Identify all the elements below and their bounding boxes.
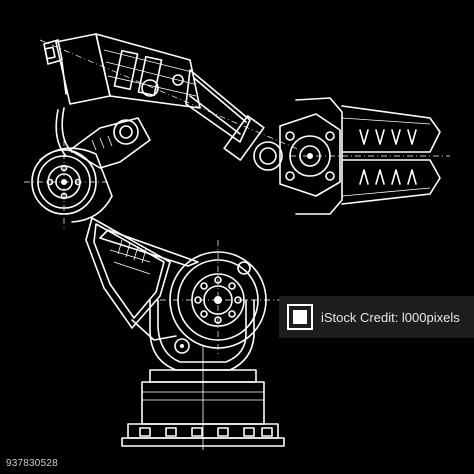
upper-link: [55, 107, 151, 169]
robot-base: [121, 346, 285, 450]
elbow-joint: [24, 140, 113, 230]
wrist-tube: [185, 69, 283, 171]
watermark-text: iStock Credit: l000pixels: [321, 309, 460, 325]
gripper-head: [279, 97, 450, 215]
istock-logo-icon: [287, 304, 313, 330]
forearm-motor: [39, 33, 301, 151]
stock-watermark: iStock Credit: l000pixels: [279, 296, 474, 338]
lower-arm: [85, 217, 199, 341]
shoulder-joint: [160, 240, 280, 356]
stock-image-id: 937830528: [6, 458, 58, 469]
